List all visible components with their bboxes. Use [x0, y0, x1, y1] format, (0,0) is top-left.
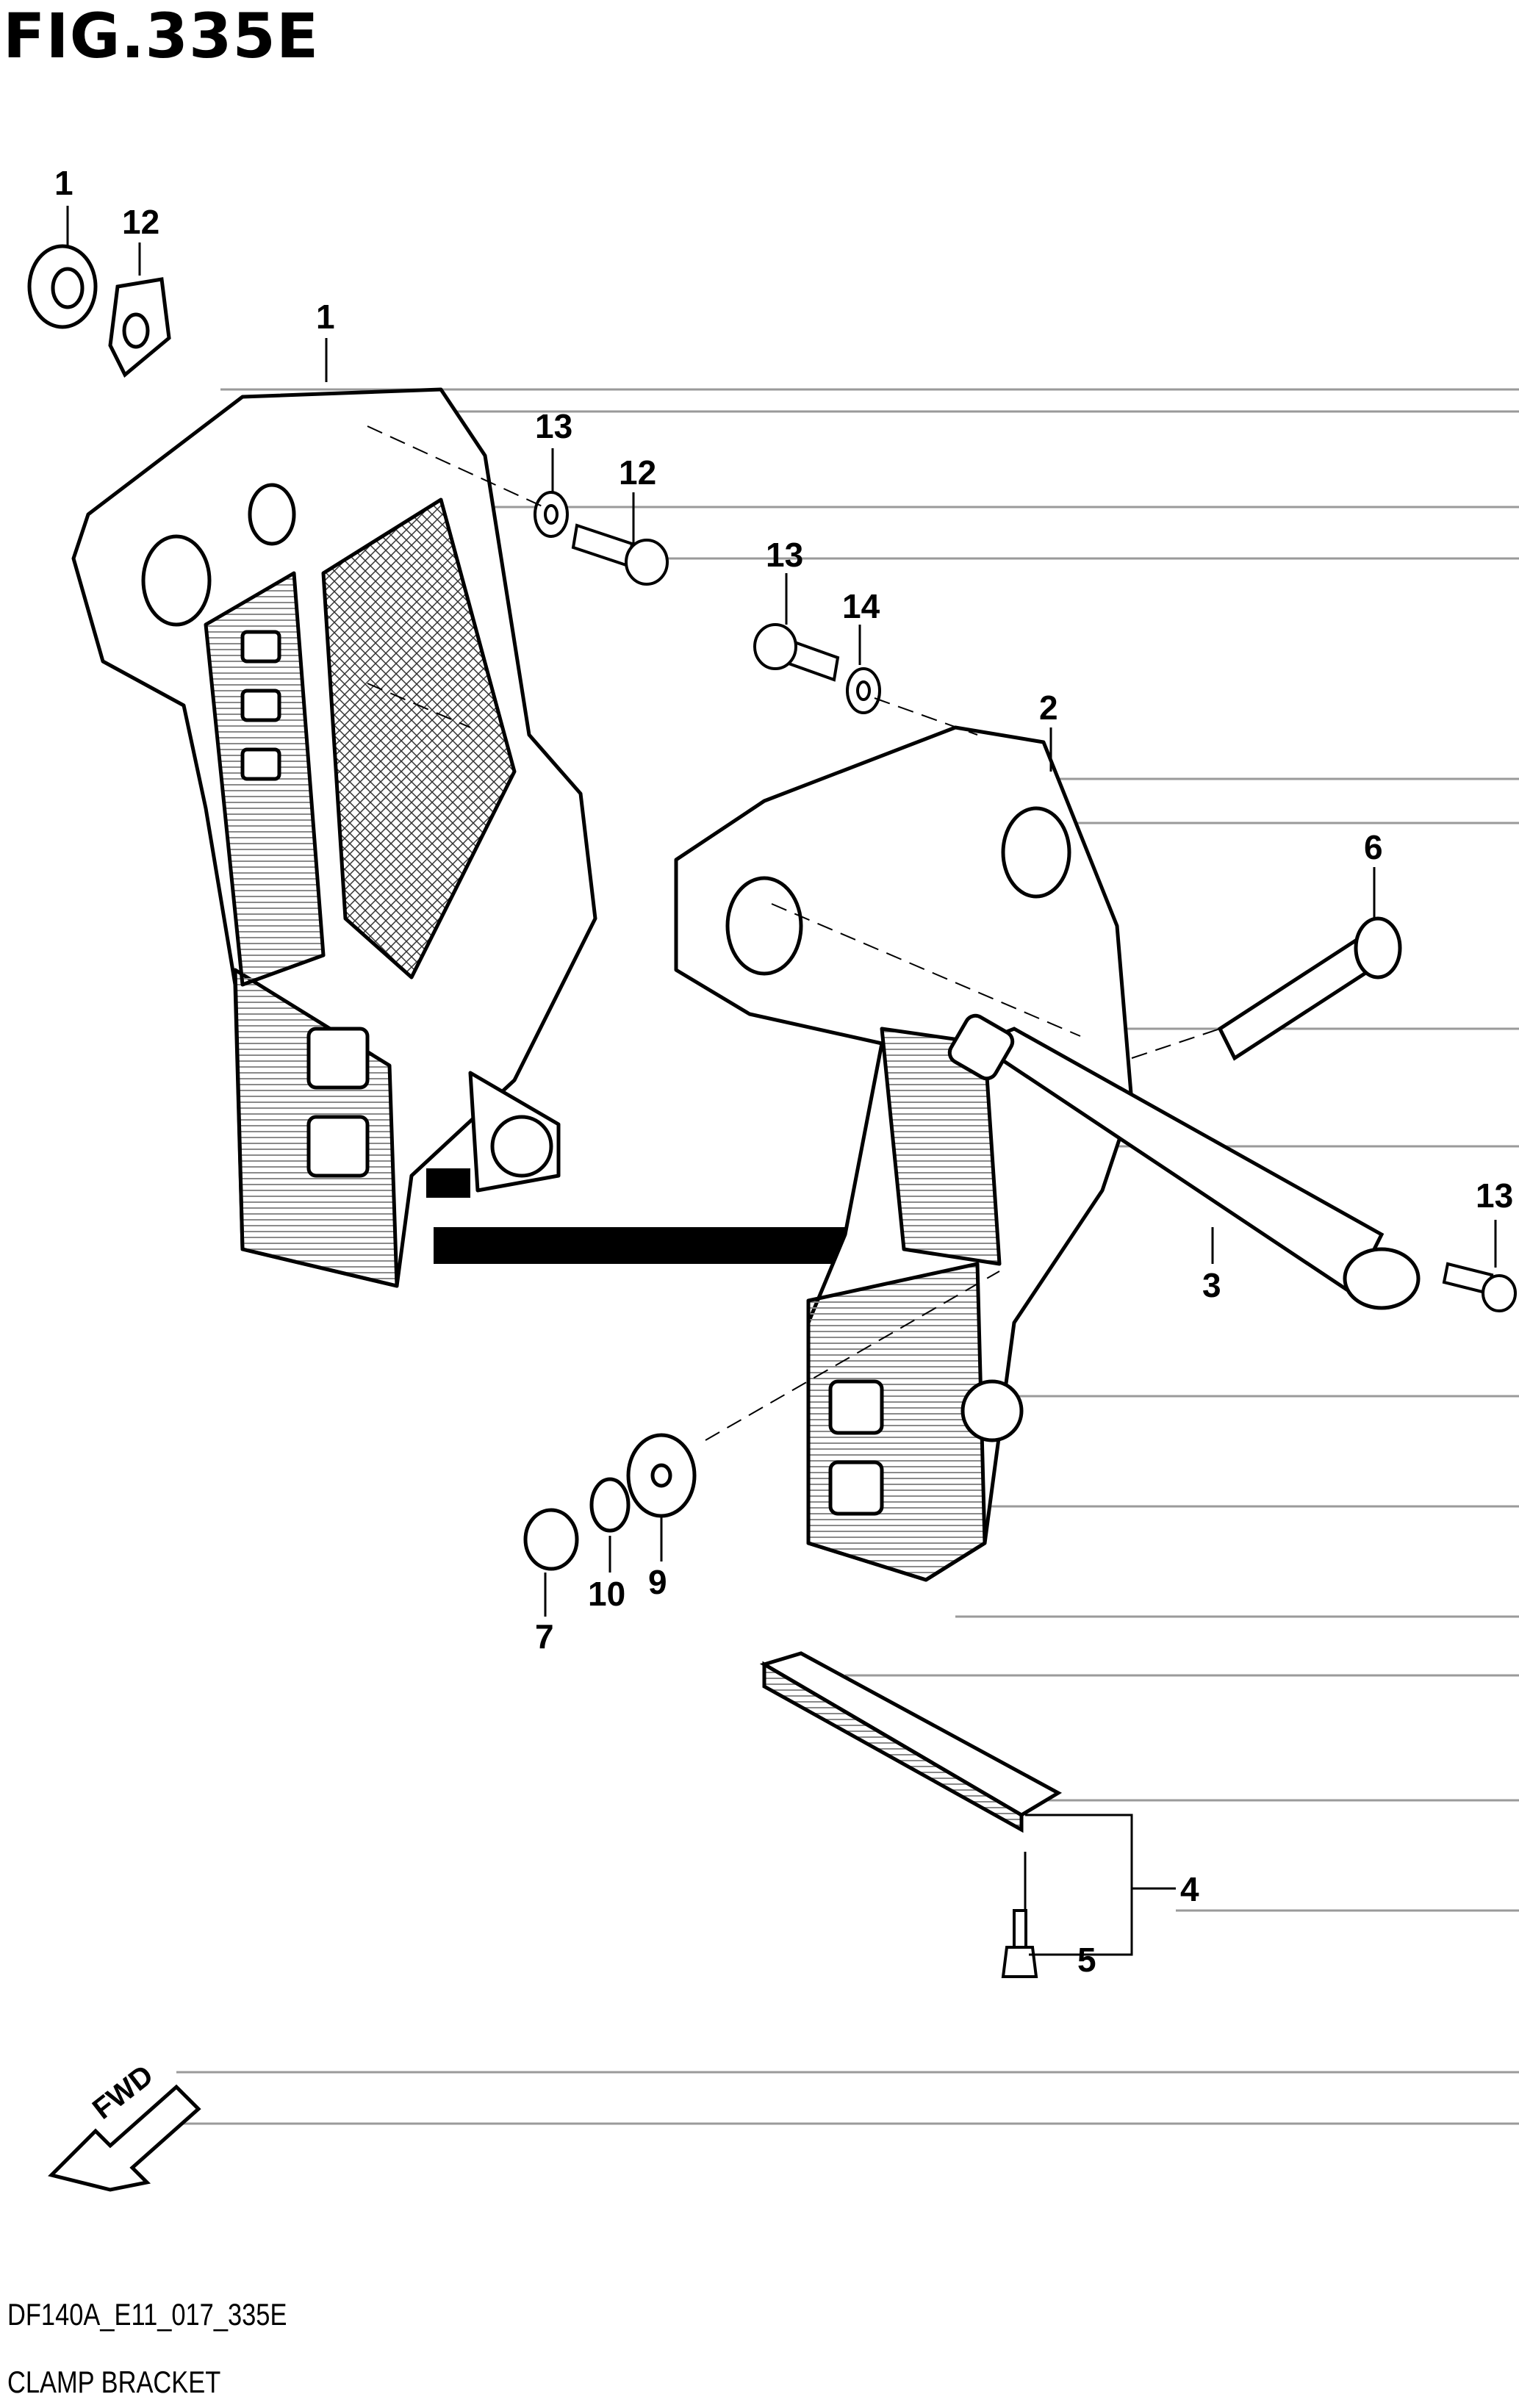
- screw-5: [1001, 1909, 1038, 1978]
- nut-washers-lower: [523, 1433, 697, 1571]
- callout-12a: 12: [619, 453, 657, 492]
- callout-4: 4: [1180, 1870, 1199, 1908]
- leader-lines: [66, 206, 1497, 1956]
- callout-10: 10: [588, 1575, 626, 1613]
- callout-5: 5: [1077, 1941, 1096, 1979]
- figure-title: FIG.335E: [3, 0, 320, 72]
- anode-plate: [759, 1651, 1063, 1833]
- callout-1: 1: [316, 298, 335, 336]
- callout-11: 12: [122, 203, 160, 241]
- diagram-code: DF140A_E11_017_335E: [7, 2297, 287, 2332]
- callout-9: 9: [648, 1563, 667, 1601]
- callout-6: 6: [1364, 828, 1383, 866]
- clamp-bracket-right: [674, 725, 1134, 1582]
- clamp-bracket-left: [71, 387, 597, 1288]
- small-bolt: [1442, 1262, 1517, 1312]
- tilt-tube: [947, 1013, 1421, 1310]
- bolts-12: [571, 523, 840, 682]
- callout-14: 13: [1476, 1176, 1514, 1215]
- alignment-lines: [367, 425, 1221, 1441]
- diagram-name: CLAMP BRACKET: [7, 2365, 221, 2399]
- callout-13a: 13: [535, 407, 573, 445]
- callout-13b: 14: [842, 587, 880, 625]
- nut-8: [27, 244, 98, 329]
- shadow-bar: [434, 1227, 860, 1264]
- callout-8: 1: [54, 164, 73, 202]
- callout-3: 3: [1202, 1266, 1221, 1304]
- callout-12b: 13: [766, 536, 804, 574]
- fwd-arrow-icon: [48, 2084, 201, 2192]
- callout-7: 7: [535, 1617, 554, 1656]
- tilt-bolt: [1217, 916, 1402, 1061]
- shadow-bar-upper: [426, 1168, 470, 1198]
- washers-13: [534, 491, 881, 714]
- callout-2: 2: [1039, 689, 1058, 727]
- plate-11: [108, 277, 171, 378]
